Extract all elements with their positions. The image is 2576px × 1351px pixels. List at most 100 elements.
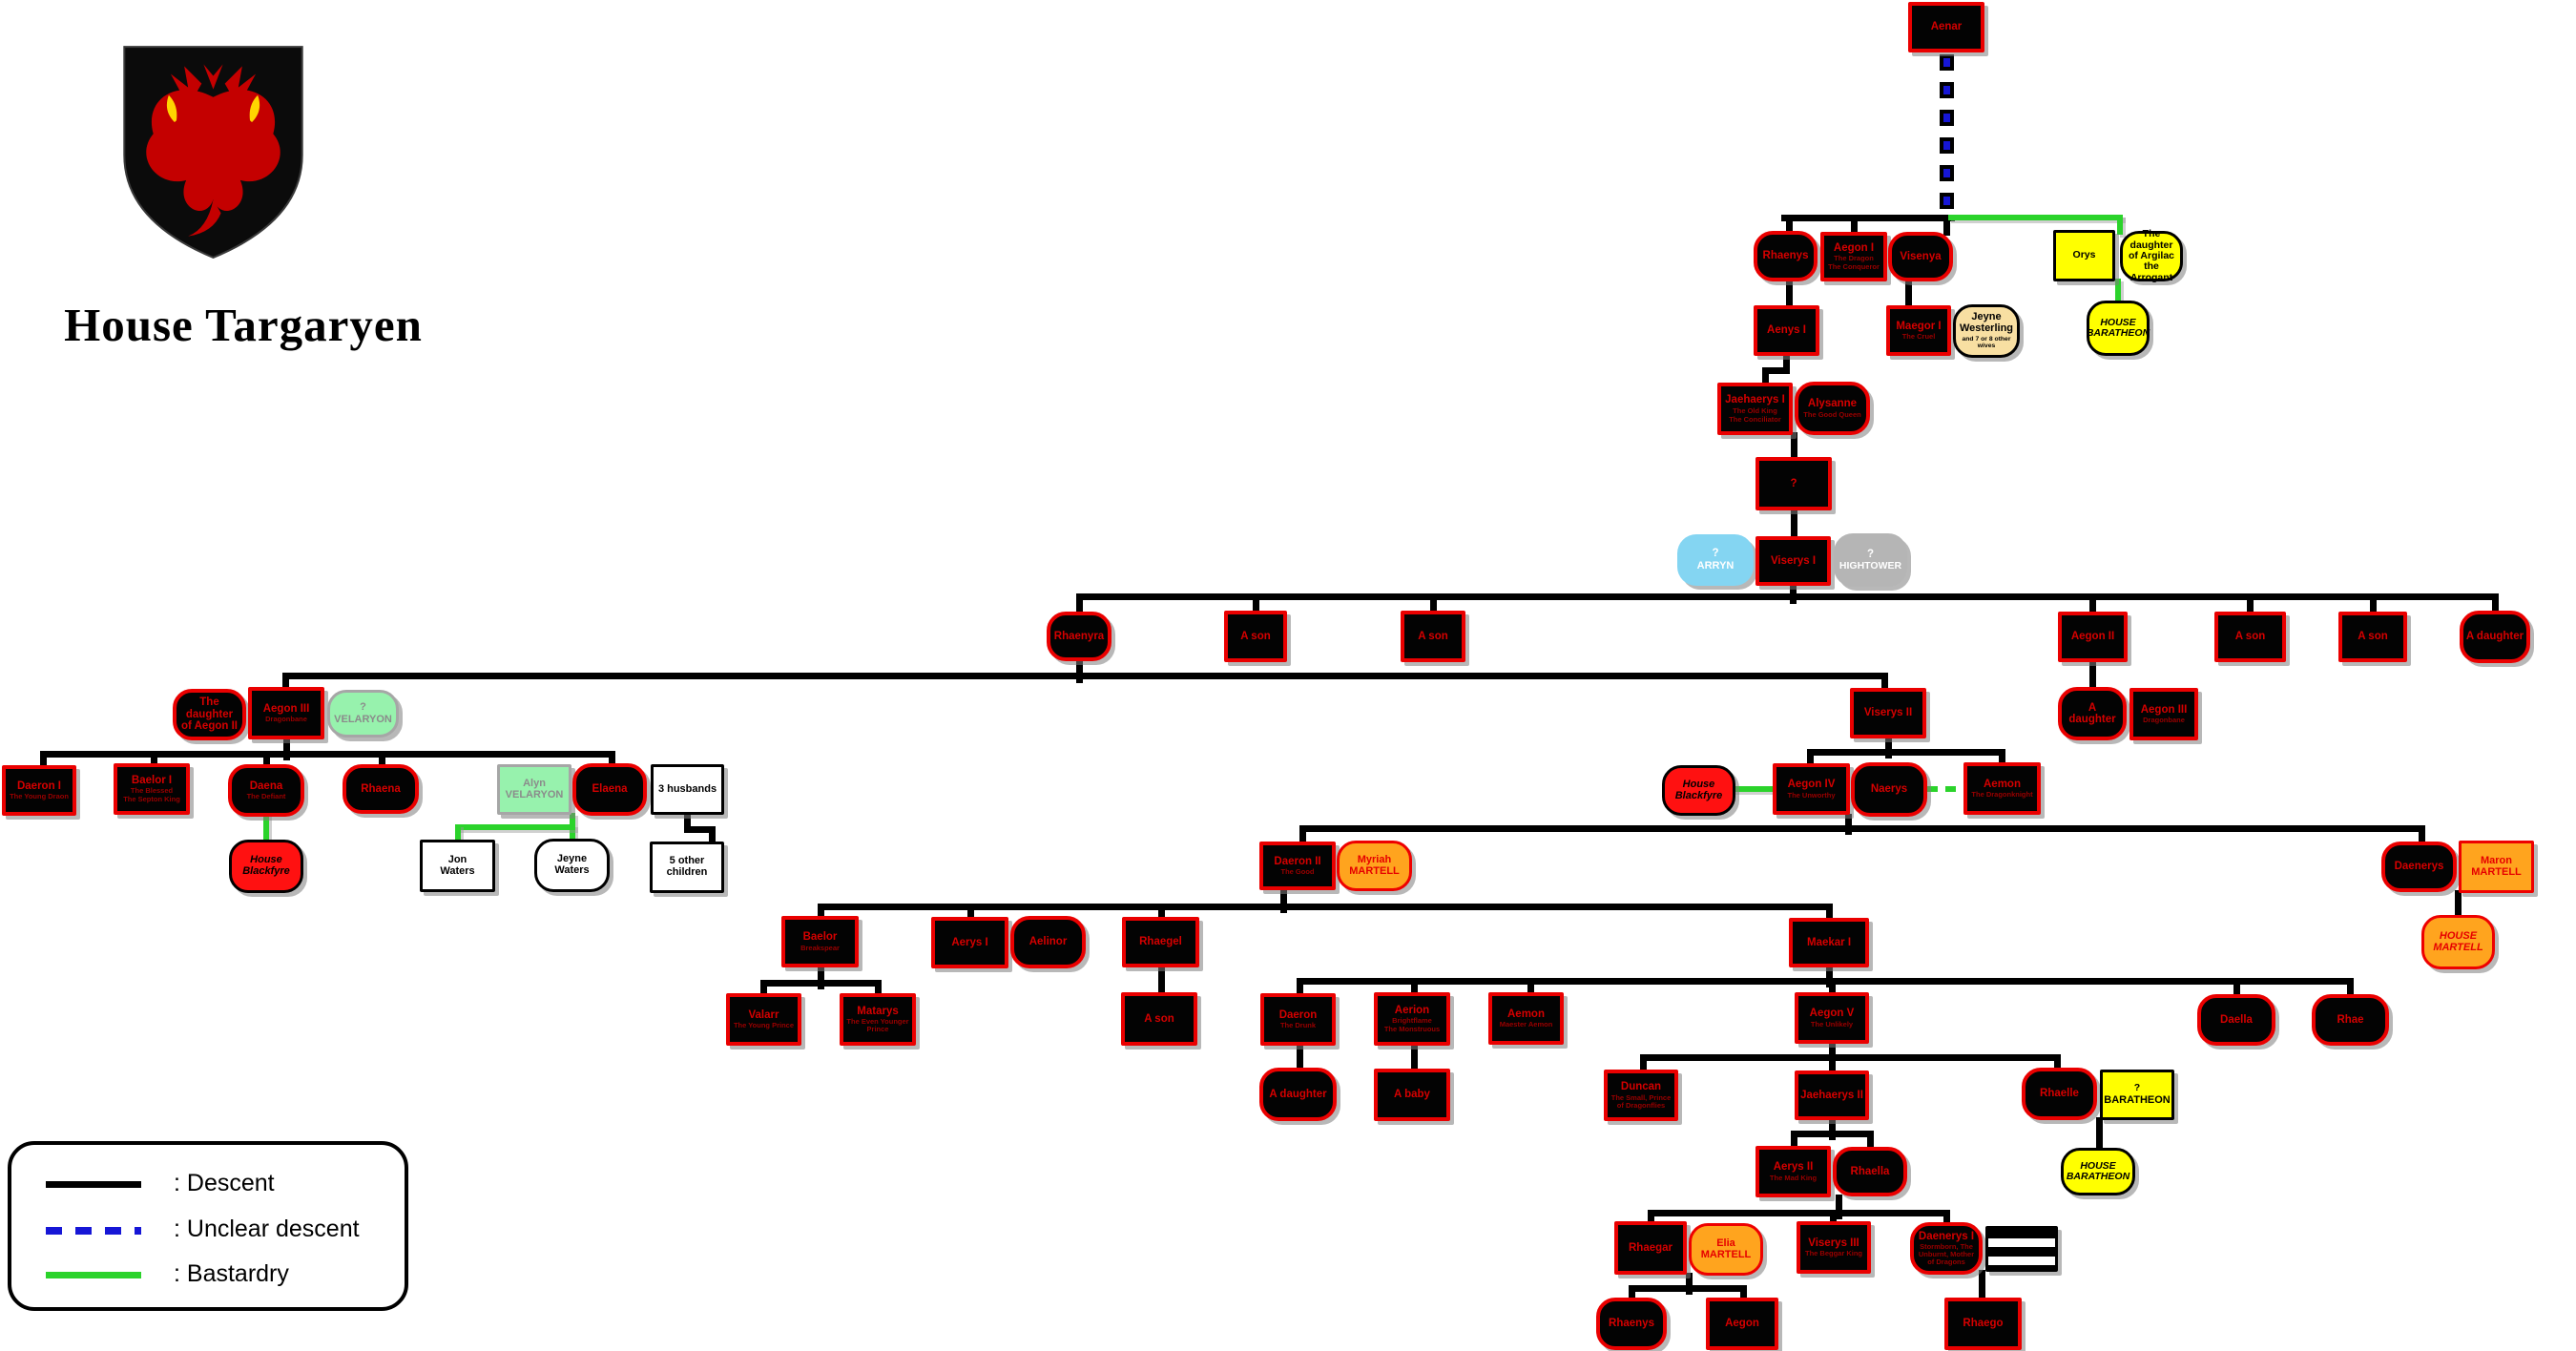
- person-name: The daughter of Argilac the Arrogant: [2128, 228, 2175, 283]
- node-house-baratheon-1: HOUSE BARATHEON: [2087, 301, 2150, 356]
- node-maekar-i: Maekar I: [1789, 918, 1869, 967]
- descent-line: [378, 750, 385, 769]
- descent-line: [1942, 214, 1950, 236]
- person-epithet: The Dragon: [1834, 254, 1874, 263]
- descent-line: [282, 736, 290, 760]
- descent-line: [1904, 278, 1912, 310]
- descent-line: [1782, 352, 1790, 374]
- person-epithet: The Drunk: [1279, 1021, 1317, 1030]
- node-daughter-2: A daughter: [1259, 1068, 1337, 1121]
- descent-line: [1828, 1116, 1836, 1140]
- descent-line: [1780, 214, 1955, 221]
- person-name: ?: [360, 700, 366, 713]
- descent-line: [1790, 1130, 1874, 1137]
- descent-line: [1806, 748, 2005, 756]
- descent-line: [39, 750, 615, 758]
- bastardry-line: [2117, 215, 2123, 235]
- node-house-baratheon-2: HOUSE BARATHEON: [2061, 1148, 2135, 1195]
- node-hightower-wife: ?HIGHTOWER: [1834, 533, 1907, 587]
- person-name: Duncan: [1620, 1081, 1662, 1093]
- person-name: A son: [1240, 630, 1271, 642]
- descent-line: [2491, 592, 2499, 615]
- descent-line: [683, 825, 716, 833]
- person-name: Rhaegel: [1139, 936, 1182, 948]
- descent-line: [1685, 1272, 1693, 1295]
- descent-line: [1828, 977, 1836, 997]
- person-epithet: The Dragonknight: [1971, 790, 2033, 800]
- node-rhaenys: Rhaenys: [1754, 231, 1818, 281]
- descent-line: [608, 750, 615, 768]
- node-aegon-child: Aegon: [1706, 1298, 1778, 1350]
- legend-box: : Descent : Unclear descent : Bastardry: [8, 1141, 408, 1311]
- person-name: Rhaegar: [1628, 1241, 1673, 1254]
- person-name: Orys: [2072, 249, 2096, 261]
- person-name: A baby: [1394, 1089, 1430, 1101]
- person-name: Aegon III: [2140, 703, 2188, 716]
- person-name: Daeron I: [16, 779, 61, 792]
- descent-line: [2369, 592, 2377, 616]
- person-name: Baelor: [802, 931, 838, 944]
- node-five-other-children: 5 other children: [650, 842, 724, 893]
- person-name: 5 other children: [666, 855, 708, 878]
- descent-line: [1978, 1269, 1985, 1302]
- person-name: Aegon III: [262, 702, 310, 715]
- node-daella: Daella: [2197, 994, 2275, 1046]
- bastardry-dash: [1927, 786, 1938, 792]
- person-name: Jeyne Westerling: [1959, 311, 2014, 335]
- bastardry-line: [263, 814, 269, 843]
- person-name: A daughter: [2465, 631, 2524, 643]
- person-epithet: Stormborn, The Unburnt, Mother of Dragon…: [1918, 1242, 1975, 1267]
- person-name: Aegon IV: [1787, 779, 1836, 791]
- node-daughter-of-aegon-ii-r: A daughter: [2058, 687, 2127, 740]
- legend-row-unclear-descent: : Unclear descent: [11, 1216, 405, 1244]
- descent-line: [2233, 977, 2240, 999]
- descent-line: [1157, 964, 1165, 997]
- unclear-descent-dash: [1939, 110, 1954, 126]
- page-title: House Targaryen: [64, 299, 423, 351]
- person-epithet: Dragonbane: [2143, 716, 2185, 725]
- person-epithet: The Cruel: [1901, 332, 1936, 342]
- node-son-4: A son: [2338, 612, 2407, 662]
- bastardry-line: [1948, 215, 2123, 220]
- descent-line: [281, 672, 1888, 679]
- node-rhaena: Rhaena: [343, 764, 419, 814]
- legend-label-unclear-descent: : Unclear descent: [174, 1216, 360, 1242]
- person-name: Rhaena: [361, 782, 401, 795]
- person-epithet: Brightflame: [1392, 1016, 1432, 1026]
- descent-line: [1825, 964, 1833, 987]
- descent-line: [2454, 889, 2462, 920]
- person-name: Alysanne: [1807, 398, 1858, 410]
- node-rhaenys-child: Rhaenys: [1596, 1298, 1667, 1350]
- descent-line: [1942, 1209, 1950, 1227]
- descent-line: [1998, 748, 2005, 767]
- person-epithet: Dragonbane: [265, 715, 307, 724]
- descent-line: [1429, 592, 1437, 615]
- descent-line: [817, 903, 824, 921]
- person-name: ?: [1866, 548, 1875, 560]
- person-name: Rhaenys: [1762, 250, 1809, 262]
- targaryen-sigil-icon: [123, 46, 303, 260]
- node-alyn-velaryon: Alyn VELARYON: [497, 764, 571, 815]
- descent-line: [1157, 903, 1165, 922]
- person-name: Aegon: [1725, 1318, 1759, 1330]
- descent-line: [1785, 278, 1793, 310]
- node-son-1: A son: [1224, 611, 1287, 662]
- node-orys: Orys: [2053, 230, 2115, 281]
- person-name: Alyn VELARYON: [505, 777, 564, 800]
- descent-line: [1790, 1130, 1797, 1151]
- node-maron-martell: Maron MARTELL: [2459, 841, 2534, 893]
- person-epithet: ARRYN: [1696, 559, 1735, 572]
- node-aegon-ii: Aegon II: [2058, 612, 2128, 662]
- descent-line: [1828, 1040, 1836, 1064]
- node-son-2: A son: [1401, 611, 1465, 662]
- person-name: Aerion: [1394, 1004, 1430, 1016]
- person-epithet: BARATHEON: [2104, 1093, 2171, 1106]
- descent-line-sample: [46, 1181, 141, 1188]
